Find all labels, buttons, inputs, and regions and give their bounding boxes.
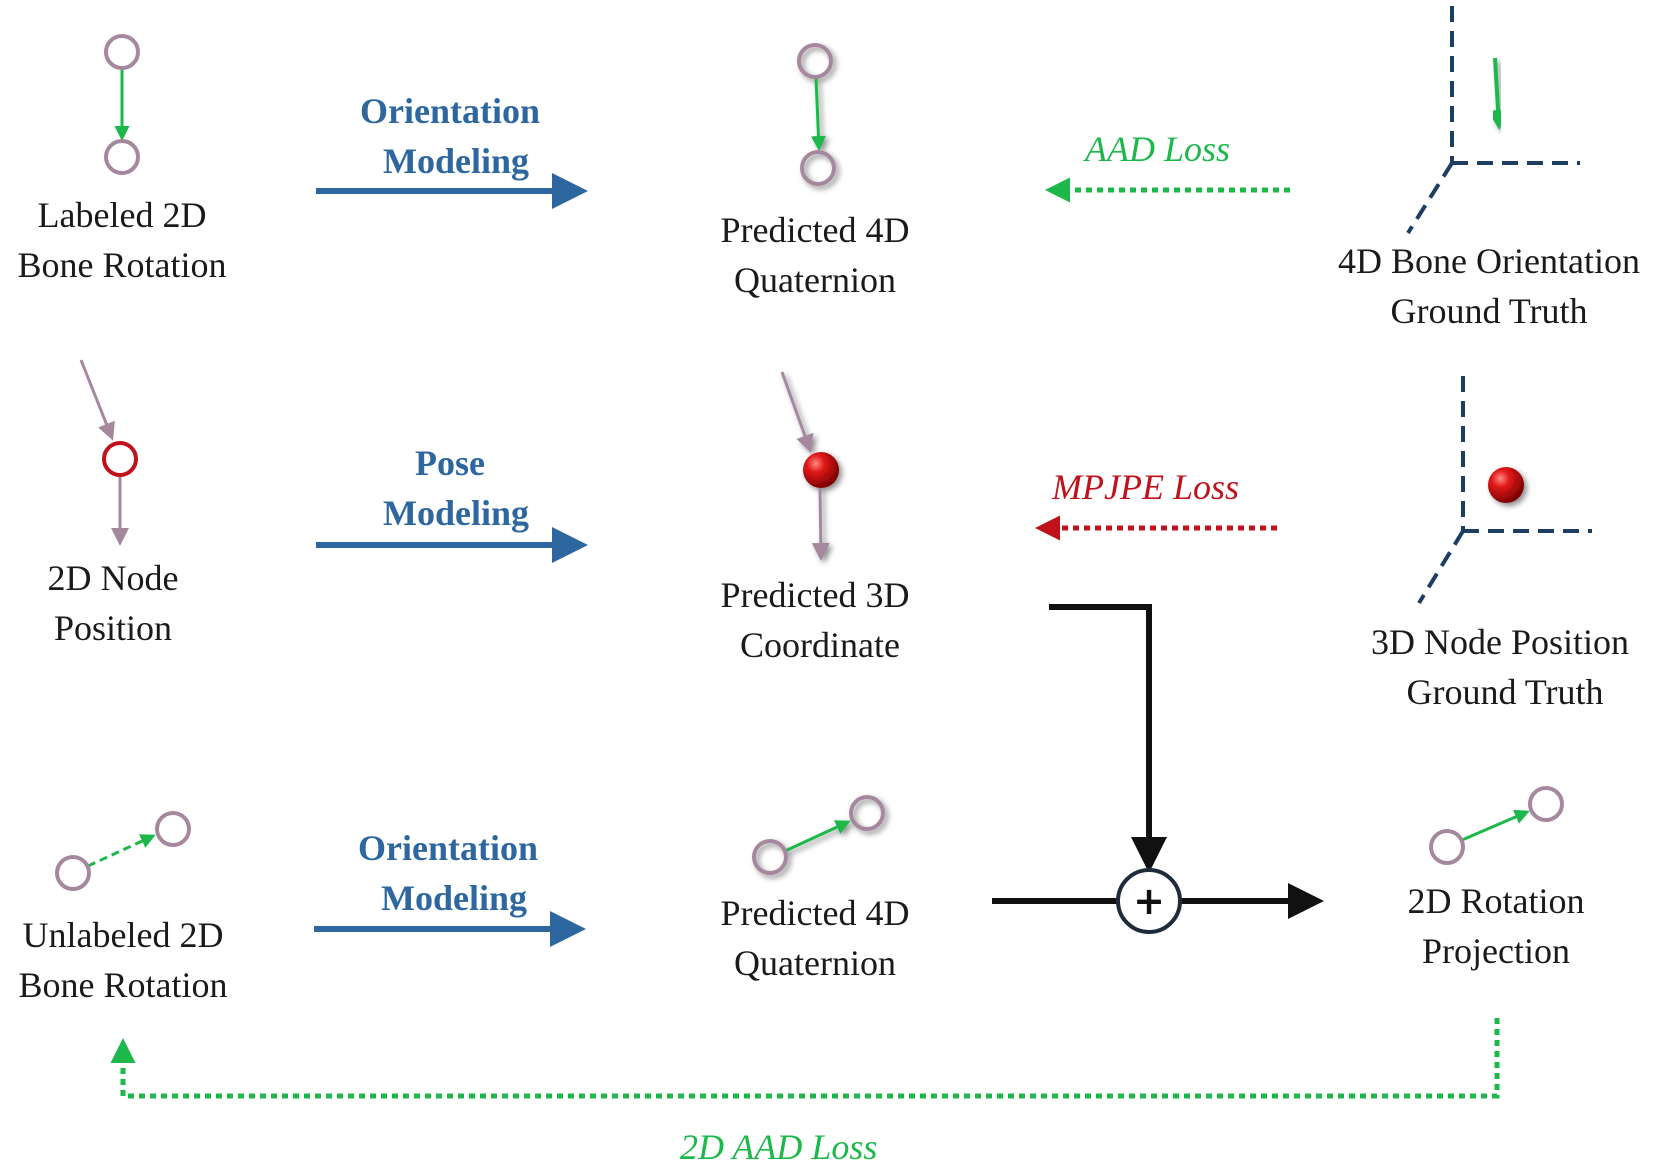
rotation-projection-label: 2D Rotation Projection (1346, 876, 1646, 976)
incoming-bone-arrow (780, 371, 814, 453)
labeled-bone-rotation-label: Labeled 2D Bone Rotation (0, 190, 244, 290)
position-ground-truth-label: 3D Node Position Ground Truth (1330, 617, 1661, 717)
predicted-node-sphere (803, 452, 839, 488)
axis-line (1406, 161, 1454, 235)
joint-circle (55, 855, 91, 891)
ground-truth-bone-arrow (1488, 57, 1509, 130)
incoming-bone-arrow (79, 359, 115, 441)
joint-circle (1429, 829, 1465, 865)
orientation-modeling-label-2: Orientation Modeling (328, 823, 568, 923)
bone-arrow (87, 834, 156, 868)
label-line: 2D Rotation (1407, 881, 1585, 921)
joint-circle (849, 795, 885, 831)
label-line: Predicted 3D (720, 575, 910, 615)
label-line: Predicted 4D (720, 893, 910, 933)
joint-circle (800, 150, 836, 186)
label-line: Quaternion (734, 943, 896, 983)
label-line: 4D Bone Orientation (1338, 241, 1640, 281)
node-position-icon (79, 359, 138, 546)
orientation-modeling-label: Orientation Modeling (330, 86, 570, 186)
label-line: Modeling (382, 141, 529, 181)
joint-circle (752, 839, 788, 875)
aad-loss-label: AAD Loss (1085, 129, 1231, 169)
predicted-quaternion-label-2: Predicted 4D Quaternion (690, 888, 940, 988)
unlabeled-bone-icon (55, 811, 191, 891)
predicted-quaternion-icon (797, 43, 836, 186)
joint-circle (155, 811, 191, 847)
pose-modeling-label: Pose Modeling (330, 438, 570, 538)
axis-line (1417, 529, 1465, 605)
label-line: Quaternion (734, 260, 896, 300)
label-line: Position (53, 608, 173, 648)
label-line: Modeling (382, 493, 529, 533)
predicted-coordinate-label: Predicted 3D Coordinate (690, 570, 940, 670)
position-ground-truth-axes (1417, 376, 1592, 605)
label-line: Pose (415, 443, 485, 483)
unlabeled-bone-rotation-label: Unlabeled 2D Bone Rotation (0, 910, 246, 1010)
predicted-quaternion-label: Predicted 4D Quaternion (690, 205, 940, 305)
bone-arrow (784, 820, 851, 853)
node-circle (102, 441, 138, 477)
mpjpe-loss-label: MPJPE Loss (1052, 467, 1239, 507)
label-line: Bone Rotation (17, 245, 227, 285)
ground-truth-node-sphere (1488, 467, 1524, 503)
joint-circle (104, 34, 140, 70)
label-line: Ground Truth (1406, 672, 1604, 712)
labeled-bone-icon (104, 34, 140, 175)
joint-circle (1528, 786, 1564, 822)
projection-bone-icon (1429, 786, 1564, 865)
label-line: Modeling (380, 878, 527, 918)
joint-circle (104, 139, 140, 175)
label-line: Ground Truth (1390, 291, 1588, 331)
combiner-circle (1116, 868, 1182, 934)
label-line: Coordinate (740, 625, 900, 665)
label-line: 2D Node (47, 558, 179, 598)
label-line: Orientation (358, 828, 538, 868)
joint-circle (797, 43, 833, 79)
coordinate-to-combiner-arrow (1049, 604, 1167, 873)
predicted-coordinate-icon (780, 371, 839, 561)
label-line: Projection (1422, 931, 1570, 971)
2d-aad-loss-arrow (110, 1018, 1500, 1099)
orientation-ground-truth-axes (1406, 6, 1580, 235)
label-line: Unlabeled 2D (22, 915, 224, 955)
bone-arrow (1461, 809, 1530, 842)
bone-arrow (810, 77, 826, 151)
outgoing-bone-arrow (811, 487, 830, 561)
label-line: Labeled 2D (37, 195, 207, 235)
predicted-quaternion-icon-2 (752, 795, 885, 875)
node-position-label: 2D Node Position (0, 553, 226, 653)
combiner-plus-symbol: + (1133, 879, 1165, 923)
label-line: Predicted 4D (720, 210, 910, 250)
label-line: Bone Rotation (18, 965, 228, 1005)
label-line: Orientation (360, 91, 540, 131)
2d-aad-loss-label: 2D AAD Loss (680, 1127, 878, 1167)
orientation-ground-truth-label: 4D Bone Orientation Ground Truth (1316, 236, 1661, 336)
label-line: 3D Node Position (1370, 622, 1629, 662)
